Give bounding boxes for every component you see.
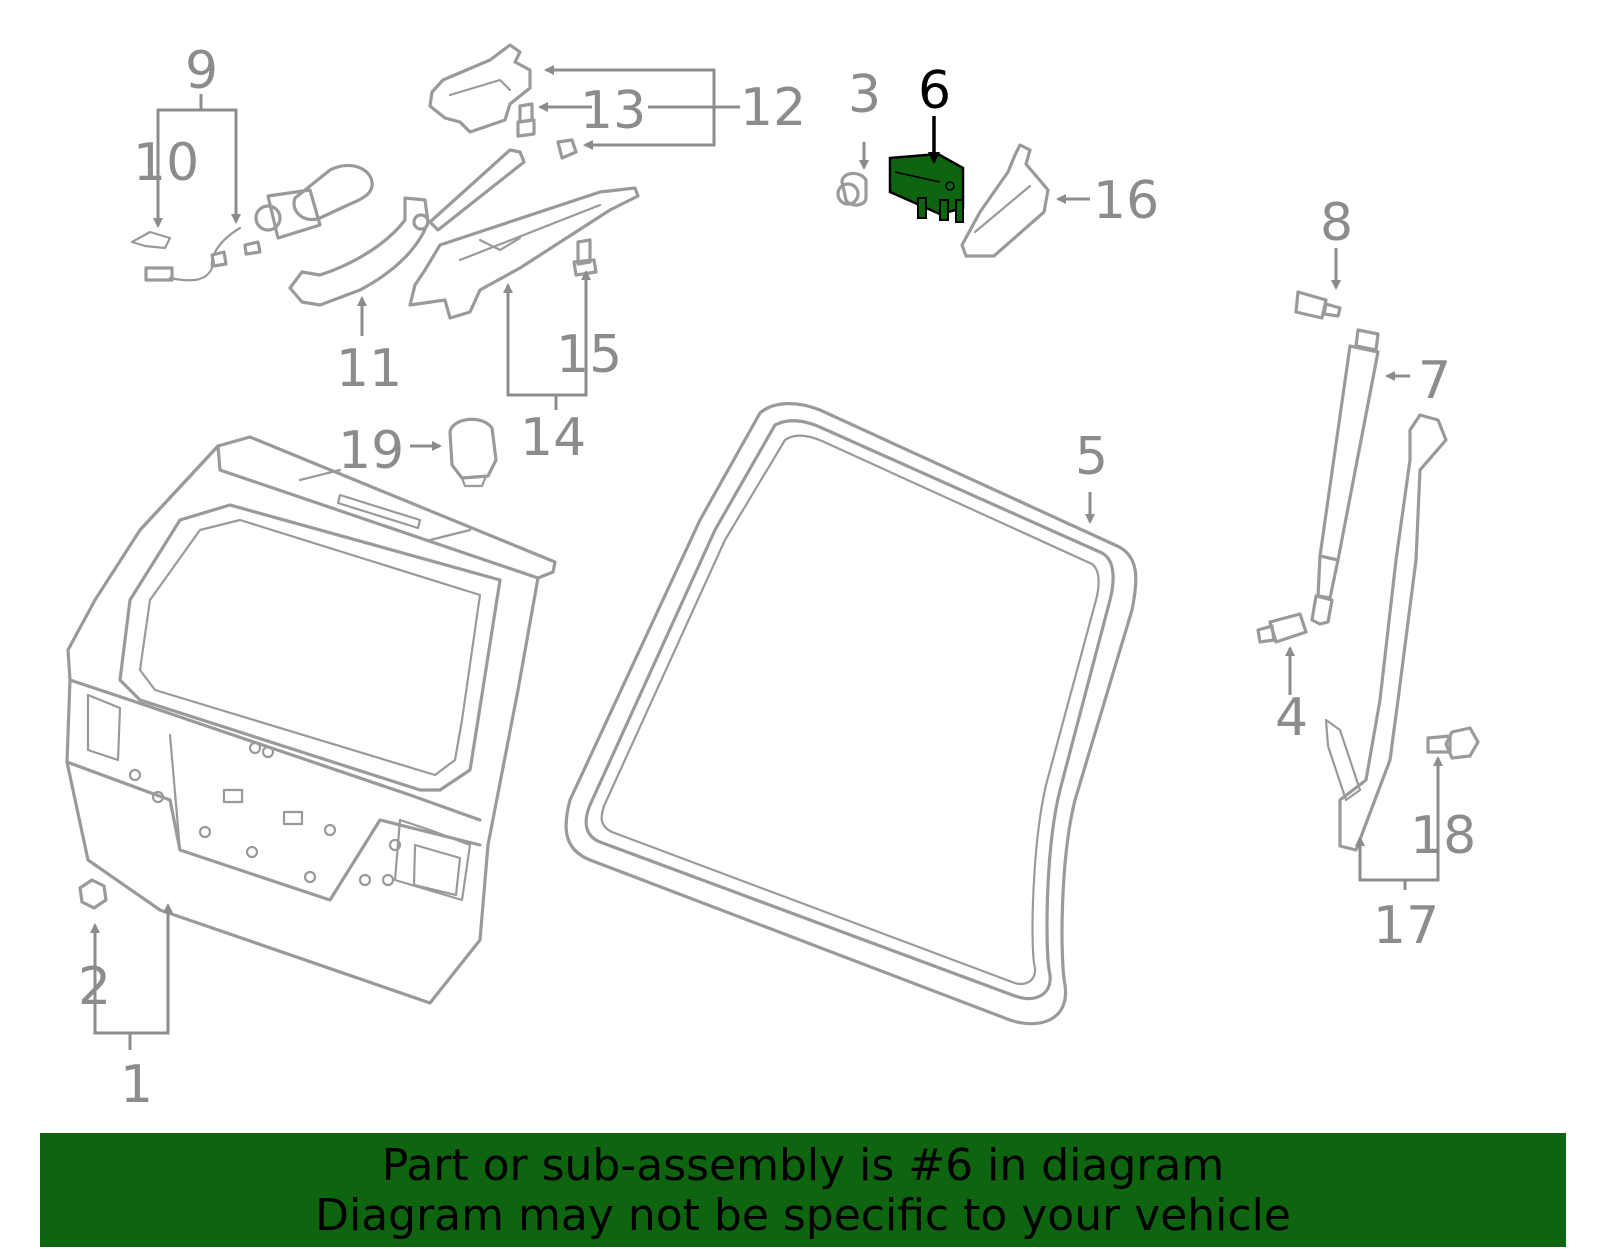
hinge-trim [1324,413,1448,852]
label-11: 11 [336,339,402,399]
parts-diagram: 1 2 3 4 5 6 7 8 9 10 11 12 13 14 15 16 1… [65,41,1480,1115]
ball-stud-part-8 [1294,290,1342,320]
info-banner: Part or sub-assembly is #6 in diagram Di… [40,1133,1566,1247]
label-18: 18 [1410,806,1476,866]
label-17: 17 [1373,896,1439,956]
hinge-part-12 [428,43,578,160]
label-13: 13 [580,81,646,141]
weatherstrip [564,402,1138,1026]
liftgate-panel [65,435,557,1005]
label-8: 8 [1320,193,1353,253]
label-7: 7 [1418,351,1451,411]
label-19: 19 [338,421,404,481]
bracket-part-16 [960,143,1050,258]
label-14: 14 [520,408,586,468]
label-10: 10 [133,133,199,193]
gas-strut [1310,328,1380,626]
banner-line-2: Diagram may not be specific to your vehi… [315,1190,1291,1241]
cap-part-19 [448,417,498,488]
label-1: 1 [120,1055,153,1115]
bolt-part-18 [1426,726,1480,760]
ball-stud-part-4 [1256,612,1308,644]
leaders [90,65,1443,1050]
label-6: 6 [918,61,951,121]
label-2: 2 [78,957,111,1017]
switch-part-6 [888,152,965,223]
bracket-part-14 [408,186,640,320]
label-12: 12 [740,78,806,138]
banner-line-1: Part or sub-assembly is #6 in diagram [381,1140,1225,1191]
label-4: 4 [1275,688,1308,748]
label-5: 5 [1075,427,1108,487]
label-16: 16 [1093,171,1159,231]
arm-part-11 [288,148,526,307]
grommet-part-3 [836,171,868,207]
motor-part-9 [130,164,374,282]
label-3: 3 [848,65,881,125]
nut-part-2 [78,878,108,910]
label-15: 15 [556,325,622,385]
label-9: 9 [185,41,218,101]
